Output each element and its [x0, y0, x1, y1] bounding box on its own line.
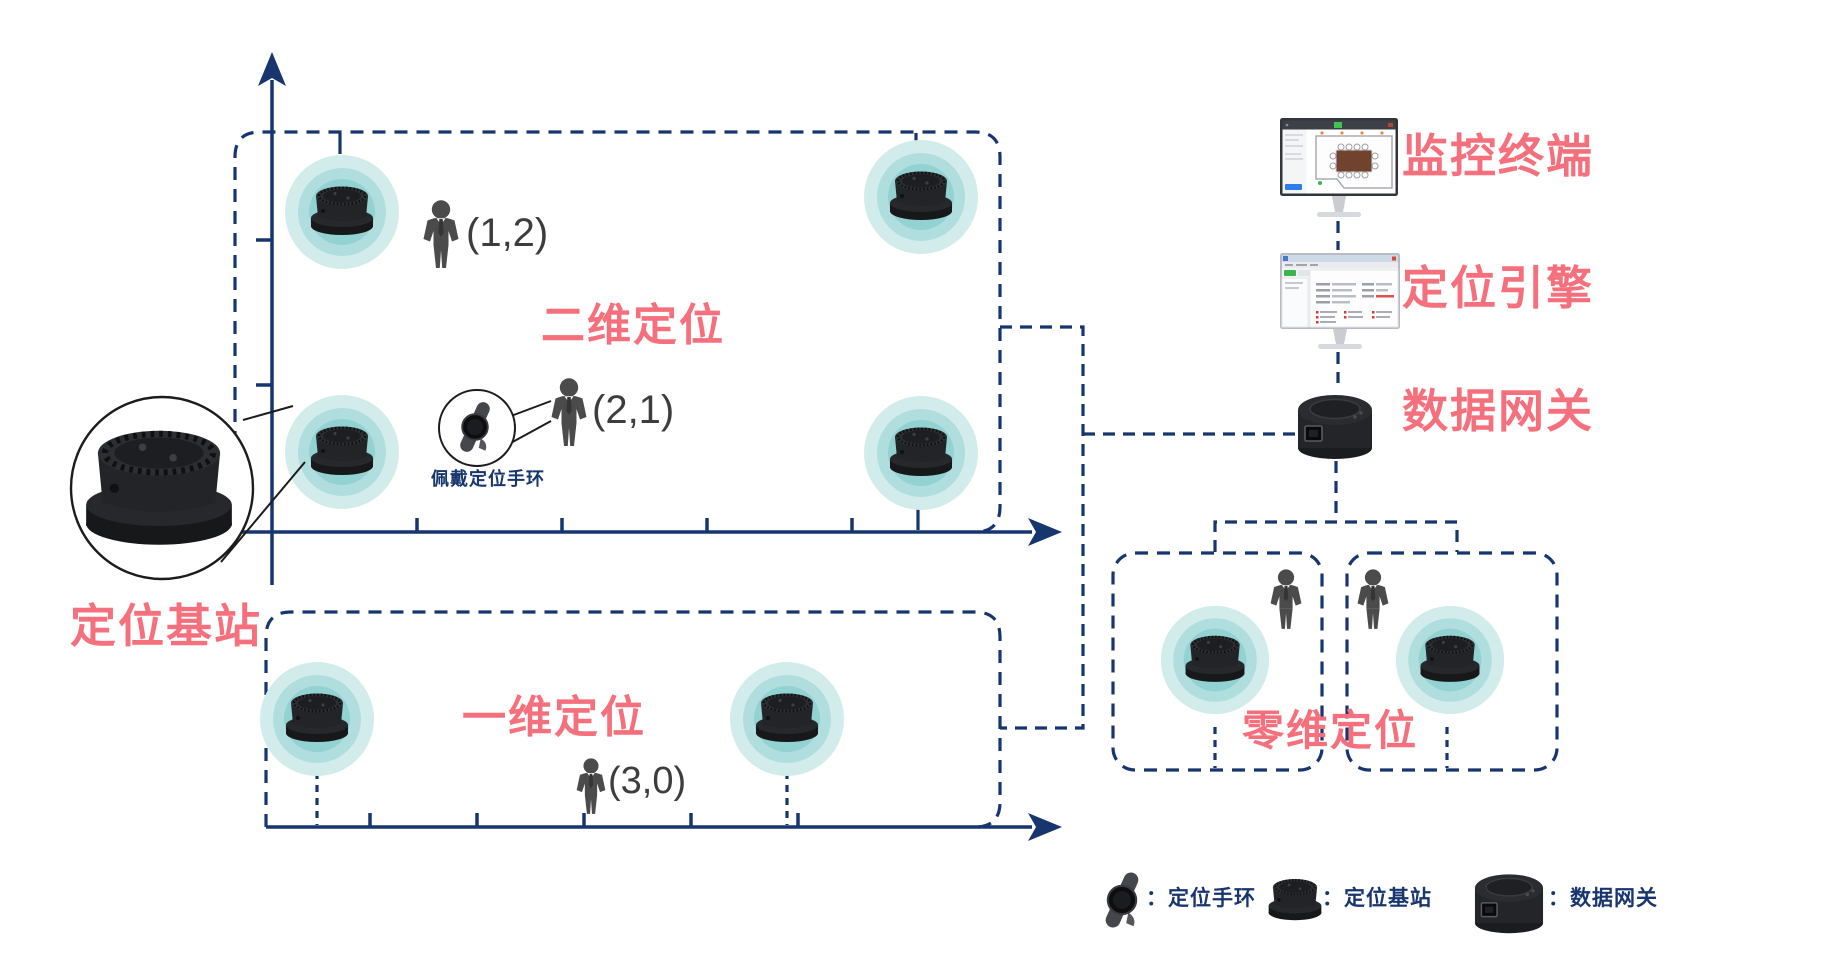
x-axis-1d-arrow-icon [1028, 813, 1062, 841]
person-icon-0d-left [1270, 569, 1302, 629]
coord-tag-3-0: (3,0) [608, 760, 687, 802]
coord-tag-2-1: (2,1) [592, 388, 675, 432]
region-0d-box-1 [1111, 551, 1324, 772]
gateway-icon [1474, 873, 1544, 934]
label-data-gateway: 数据网关 [1402, 385, 1594, 437]
coord-tag-1-2: (1,2) [466, 211, 549, 255]
x-axis-2d [238, 518, 1032, 534]
base-station-0d-left [1161, 606, 1269, 714]
label-2d-positioning: 二维定位 [541, 301, 725, 350]
legend-item-gateway: ：数据网关 [1548, 887, 1658, 910]
wristband-icon [1102, 869, 1142, 931]
legend-item-wristband: ：定位手环 [1146, 887, 1256, 910]
base-station-2d-top-right [864, 140, 978, 254]
base-station-icon [1267, 877, 1323, 922]
person-icon-coord-2-1 [551, 378, 587, 446]
base-station-2d-mid-right [864, 396, 978, 510]
base-station-2d-top-left [285, 155, 399, 269]
base-station-0d-right [1396, 606, 1504, 714]
x-axis-1d [266, 813, 1032, 829]
region-2d-box [233, 130, 1002, 534]
monitor-engine [1280, 253, 1400, 349]
label-1d-positioning: 一维定位 [462, 693, 646, 742]
label-positioning-engine: 定位引擎 [1402, 262, 1594, 314]
gateway-device [1297, 394, 1373, 460]
base-station-callout [69, 395, 306, 581]
base-station-2d-mid-left [285, 395, 399, 509]
base-station-1d-right [730, 662, 844, 776]
monitor-terminal [1280, 118, 1398, 217]
person-icon-coord-1-2 [423, 200, 459, 268]
connector-lines [1000, 221, 1459, 730]
y-axis-arrow-icon [258, 52, 286, 86]
label-base-station: 定位基站 [70, 600, 262, 652]
x-axis-2d-arrow-icon [1028, 518, 1062, 546]
person-icon-0d-right [1357, 569, 1389, 629]
wristband-callout [438, 389, 552, 467]
legend-item-base-station: ：定位基站 [1322, 887, 1432, 910]
base-station-zoomed-icon [86, 431, 232, 545]
base-station-1d-left [260, 662, 374, 776]
label-0d-positioning: 零维定位 [1242, 707, 1419, 754]
region-1d-box [264, 610, 1002, 829]
label-monitor-terminal: 监控终端 [1402, 130, 1594, 182]
label-wear-wristband: 佩戴定位手环 [431, 469, 545, 489]
y-axis [256, 80, 274, 585]
region-0d-box-2 [1345, 551, 1559, 772]
person-icon-coord-3-0 [576, 758, 606, 814]
